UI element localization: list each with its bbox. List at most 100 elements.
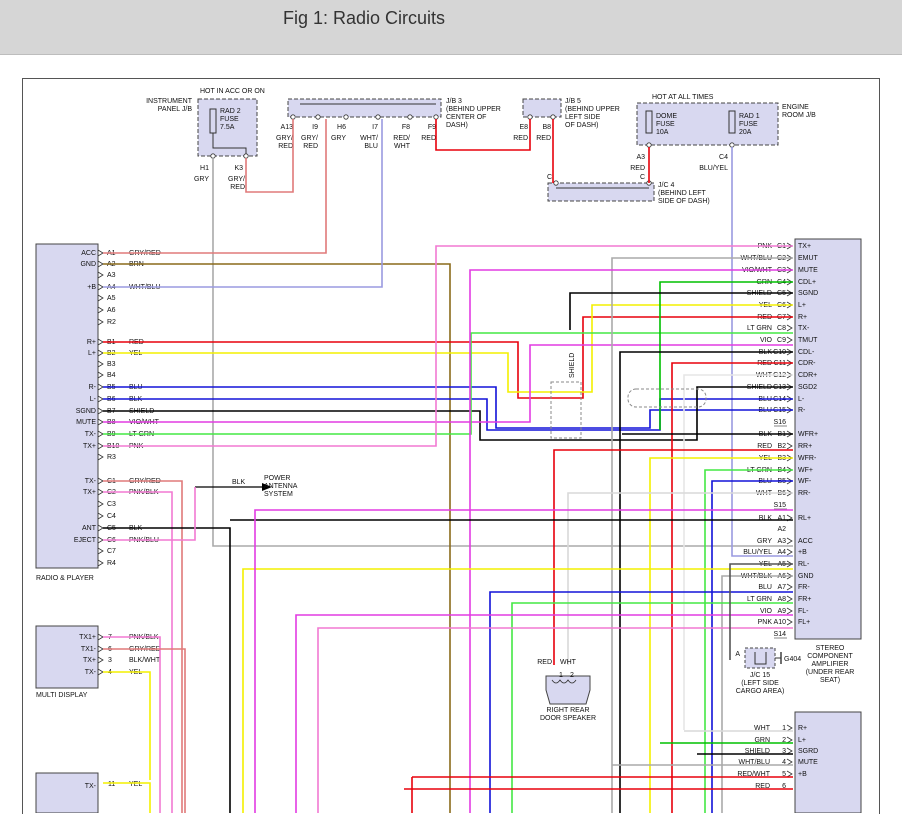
wire-a2-brn — [103, 263, 451, 813]
jb3-pin-F9 — [433, 114, 439, 120]
wire-c10-blk — [619, 351, 793, 813]
amp-pin-arrow-C9 — [786, 336, 793, 344]
amp-pin-func-C10: CDL- — [798, 349, 815, 356]
bottom-component-func-2: L+ — [798, 737, 806, 744]
figure-header: Fig 1: Radio Circuits — [0, 0, 902, 55]
wire-a10-pnk — [317, 627, 793, 813]
amp-pin-func-C11: CDR- — [798, 360, 816, 367]
power-antenna-wire-label: BLK — [232, 479, 246, 486]
wire-a5-yel — [242, 568, 793, 813]
bottom-component-pin-4: 4 — [782, 759, 786, 766]
radio-pin-arrow-C6 — [97, 536, 104, 544]
power-antenna-arrow — [262, 483, 272, 491]
amp-pin-arrow-A3 — [786, 537, 793, 545]
amp-pin-S15: S15 — [774, 502, 787, 509]
multi-display-name: MULTI DISPLAY — [36, 692, 88, 699]
bottom-component-arrow-3 — [786, 747, 793, 755]
amp-wire-label-A4: BLU/YEL — [743, 549, 772, 556]
wire-b8-vio-wht — [103, 344, 793, 423]
jb3-wire-bottom-4: WHT — [394, 143, 411, 150]
amp-pin-func-C4: CDL+ — [798, 279, 816, 286]
radio-pin-C4: C4 — [107, 513, 116, 520]
figure-title: Fig 1: Radio Circuits — [283, 8, 446, 28]
bottom-left-yel-wire — [103, 782, 151, 813]
radio-pin-B3: B3 — [107, 361, 116, 368]
er-jb-wire-bluyel: BLU/YEL — [699, 165, 728, 172]
ip-jb-pin-h1-label: H1 — [200, 165, 209, 172]
jb3-pin-label-F8: F8 — [402, 124, 410, 131]
radio-pin-func-C5: ANT — [82, 525, 97, 532]
jb3-pin-label-H6: H6 — [337, 124, 346, 131]
wire-c3-vio-wht — [469, 269, 793, 813]
er-jb-pin-a3 — [646, 142, 652, 148]
radio-pin-func-B2: L+ — [88, 350, 96, 357]
radio-pin-arrow-B7 — [97, 407, 104, 415]
wire-b5-blu — [103, 386, 793, 429]
radio-pin-arrow-B4 — [97, 371, 104, 379]
multi-display-wire-3: BLK/WHT — [129, 657, 161, 664]
jb5-label-line-1: (BEHIND UPPER — [565, 106, 620, 113]
bottom-component-wire-2: GRN — [754, 737, 770, 744]
jc4-pin-right-label: C — [640, 174, 645, 181]
jb3-wire-top-0: GRY/ — [276, 135, 293, 142]
jb3-label-line-3: DASH) — [446, 122, 468, 129]
wire-b6-blu — [103, 398, 793, 431]
amp-pin-B2: B2 — [777, 443, 786, 450]
wire-c12-wht — [683, 374, 793, 730]
jb3-pin-F8 — [407, 114, 413, 120]
radio-pin-arrow-A5 — [97, 294, 104, 302]
amp-pin-func-B6: RR- — [798, 490, 811, 497]
wire-c4-grn — [659, 281, 793, 430]
radio-pin-func-A2: GND — [80, 261, 96, 268]
radio-pin-arrow-B6 — [97, 395, 104, 403]
amp-pin-func-C8: TX- — [798, 325, 810, 332]
amp-pin-S16: S16 — [774, 419, 787, 426]
er-jb-note: HOT AT ALL TIMES — [652, 94, 714, 101]
bottom-component-pin-2: 2 — [782, 737, 786, 744]
ip-jb-wire-gry-red: GRY/ — [228, 176, 245, 183]
wire-a1-gry-red — [103, 119, 327, 254]
jb5-pin-e8 — [527, 114, 533, 120]
jb5-label-line-3: OF DASH) — [565, 122, 598, 129]
shield-twist-left — [550, 381, 582, 439]
bottom-component-pin-1: 1 — [782, 725, 786, 732]
radio-pin-arrow-C1 — [97, 477, 104, 485]
jc4-label-line-0: J/C 4 — [658, 182, 674, 189]
jb3-label-line-1: (BEHIND UPPER — [446, 106, 501, 113]
amp-pin-func-A3: ACC — [798, 538, 813, 545]
jb3-label-line-2: CENTER OF — [446, 114, 486, 121]
jb5-wire-b8: RED — [536, 135, 551, 142]
speaker-label-line-0: RIGHT REAR — [546, 707, 589, 714]
amp-wire-label-B2: RED — [757, 443, 772, 450]
bottom-component-arrow-4 — [786, 758, 793, 766]
multi-display-arrow-6 — [97, 645, 104, 653]
bottom-left-pin: 11 — [108, 781, 115, 788]
bottom-component-box — [794, 711, 862, 813]
amp-pin-arrow-A7 — [786, 583, 793, 591]
jc4-label-line-1: (BEHIND LEFT — [658, 190, 707, 197]
wire-blu-yel-b — [731, 147, 793, 557]
jb3-wire-top-4: RED/ — [393, 135, 410, 142]
radio-pin-arrow-B1 — [97, 338, 104, 346]
er-jb-pin-c4-label: C4 — [719, 154, 728, 161]
amp-pin-func-B2: RR+ — [798, 443, 812, 450]
jc15-block — [744, 647, 776, 669]
radio-pin-arrow-B8 — [97, 418, 104, 426]
amp-pin-func-C7: R+ — [798, 314, 807, 321]
amp-pin-func-C9: TMUT — [798, 337, 818, 344]
jb3-pin-label-F9: F9 — [428, 124, 436, 131]
jc4-pin-left — [553, 180, 559, 186]
amp-pin-C8: C8 — [777, 325, 786, 332]
jb3-pin-label-I9: I9 — [312, 124, 318, 131]
ip-jb-wire-red: RED — [230, 184, 245, 191]
jc15-ground-label: G404 — [784, 656, 801, 663]
er-jb-label-line-1: ROOM J/B — [782, 112, 816, 119]
ip-jb-wire-gry: GRY — [194, 176, 209, 183]
wire-red-jb5-feed — [435, 119, 531, 151]
er-jb-dome-fuse-line-2: 10A — [656, 129, 669, 136]
speaker-pin-1: 1 — [559, 672, 563, 679]
radio-player-box — [35, 243, 99, 569]
jb5-pin-b8 — [550, 114, 556, 120]
jb3-wire-bottom-2: GRY — [331, 135, 346, 142]
